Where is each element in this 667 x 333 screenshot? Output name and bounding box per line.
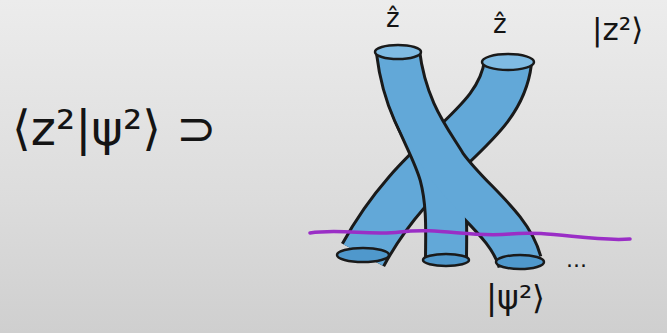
axis-label: ẑ — [386, 4, 400, 33]
ellipsis: ... — [566, 248, 587, 272]
bracket-expression: ⟨z²|ψ²⟩ ⊃ — [12, 102, 216, 155]
axis-label: ẑ — [493, 10, 507, 39]
tube-mouth — [423, 254, 469, 266]
tube-mouth — [496, 255, 544, 269]
tube-mouth — [337, 248, 389, 262]
slice-line — [310, 231, 630, 240]
state-label: |z²⟩ — [592, 12, 643, 46]
state-label: |ψ²⟩ — [486, 280, 545, 316]
tube-mouth — [375, 45, 421, 59]
tube-mouth — [482, 54, 534, 70]
